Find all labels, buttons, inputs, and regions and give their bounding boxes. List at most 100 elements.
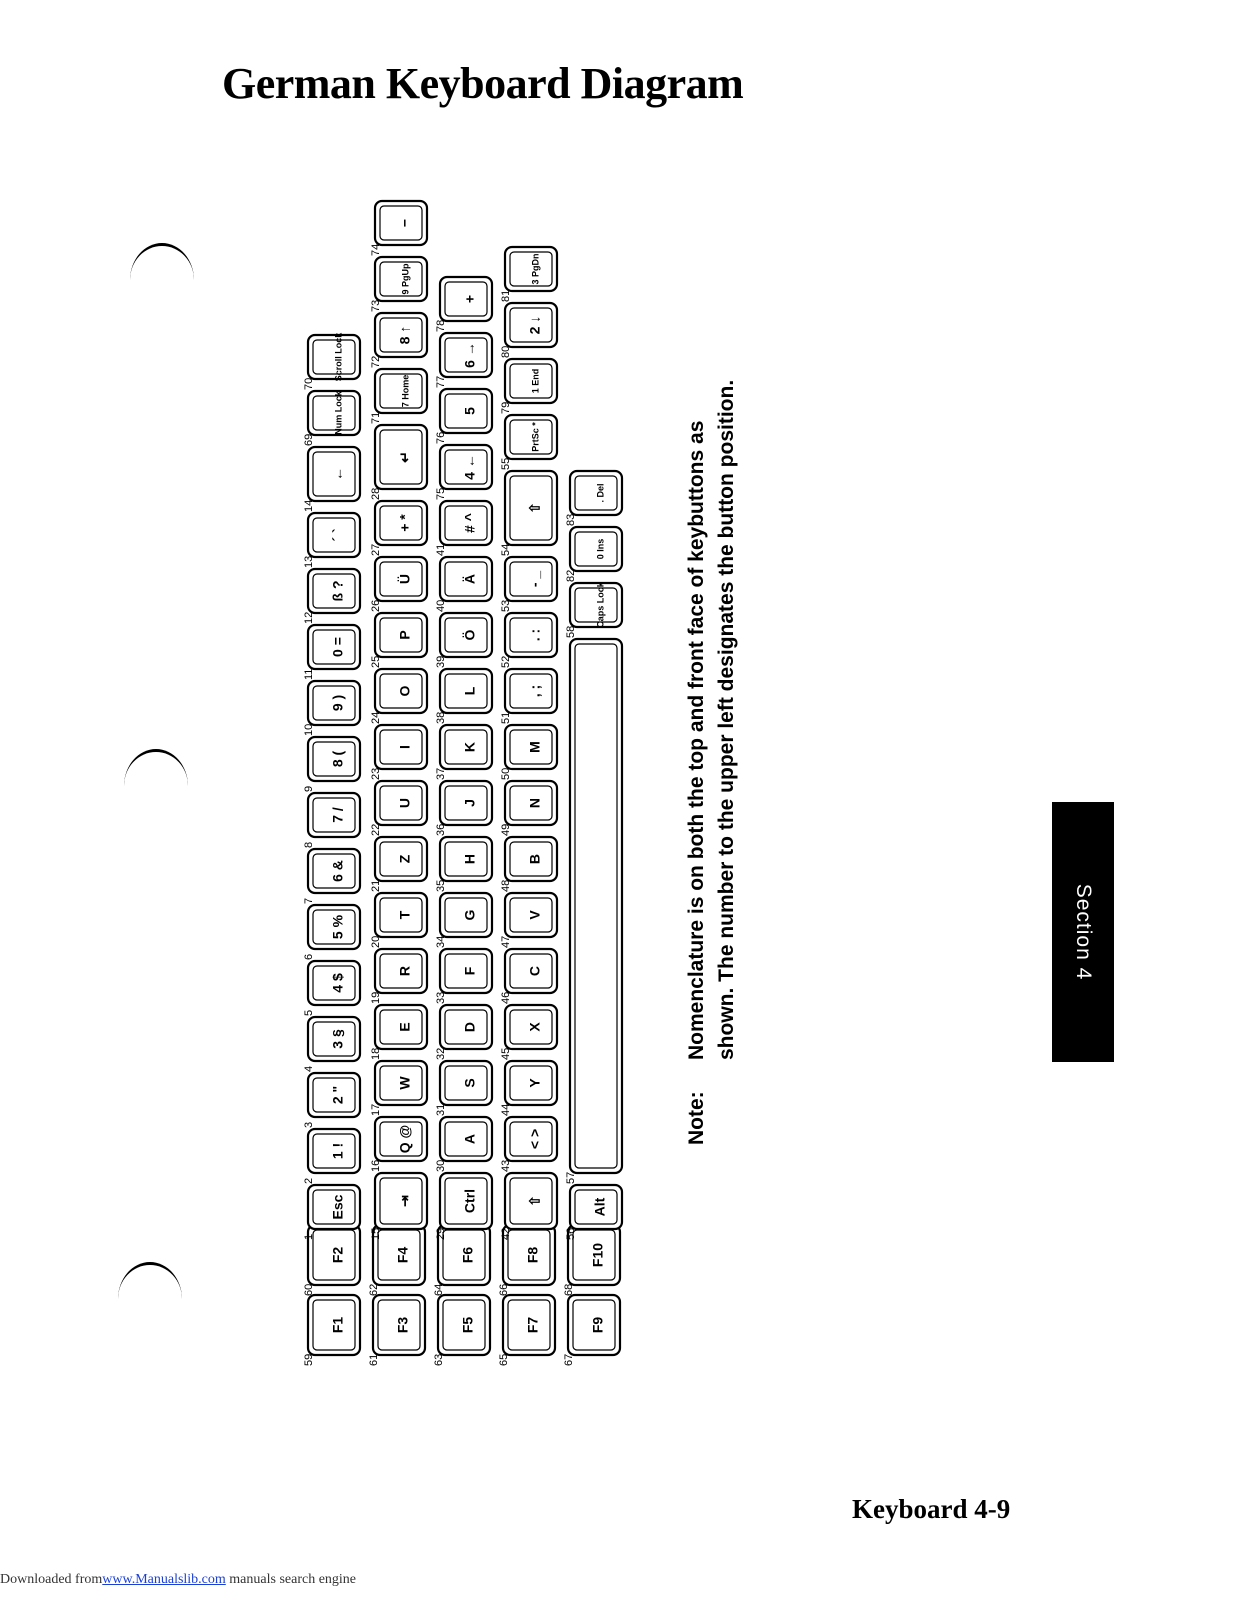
key-r1-17-face bbox=[379, 1065, 423, 1101]
key-r0-5-face bbox=[312, 965, 356, 1001]
key-r0-2 bbox=[306, 1127, 362, 1175]
key-r3-55-face bbox=[509, 419, 553, 455]
key-r4-82-number: 82 bbox=[565, 570, 577, 582]
key-fn-67-face bbox=[572, 1299, 616, 1351]
key-r0-10 bbox=[306, 679, 362, 727]
key-r4-56-number: 56 bbox=[565, 1228, 577, 1240]
key-r1-71-face bbox=[379, 373, 423, 409]
key-r1-24 bbox=[373, 667, 429, 715]
key-fn-65-number: 65 bbox=[498, 1354, 510, 1366]
key-r1-20-face bbox=[379, 897, 423, 933]
key-r1-73 bbox=[373, 255, 429, 303]
key-r0-14-label: ← bbox=[330, 467, 346, 481]
key-r4-83-label: . Del bbox=[595, 483, 605, 502]
key-fn-65-label: F7 bbox=[525, 1317, 541, 1334]
key-r3-49-face bbox=[509, 785, 553, 821]
key-r2-39-number: 39 bbox=[435, 656, 447, 668]
key-fn-61-number: 61 bbox=[368, 1354, 380, 1366]
key-r0-14 bbox=[306, 445, 362, 503]
key-r1-19 bbox=[373, 947, 429, 995]
key-r0-70-number: 70 bbox=[303, 378, 315, 390]
key-fn-61 bbox=[371, 1293, 427, 1357]
key-r2-37 bbox=[438, 723, 494, 771]
key-r2-38-number: 38 bbox=[435, 712, 447, 724]
key-r2-76-face bbox=[444, 393, 488, 429]
key-r2-30-face bbox=[444, 1121, 488, 1157]
key-r3-79-face bbox=[509, 363, 553, 399]
key-r0-1-label: Esc bbox=[330, 1194, 346, 1219]
key-r2-75-face bbox=[444, 449, 488, 485]
key-r3-49-number: 49 bbox=[500, 824, 512, 836]
key-r0-2-face bbox=[312, 1133, 356, 1169]
key-r1-73-label: 9 PgUp bbox=[400, 263, 410, 295]
key-r0-11 bbox=[306, 623, 362, 671]
key-r2-75-label: 4 ← bbox=[462, 454, 478, 480]
key-r2-40 bbox=[438, 555, 494, 603]
key-r0-4 bbox=[306, 1015, 362, 1063]
key-r3-47-label: V bbox=[527, 910, 543, 920]
key-r2-40-label: Ä bbox=[462, 574, 478, 584]
key-r1-74-label: − bbox=[397, 219, 413, 227]
key-r3-50-face bbox=[509, 729, 553, 765]
key-fn-64-number: 64 bbox=[433, 1284, 445, 1296]
key-r3-45-label: X bbox=[527, 1022, 543, 1032]
key-r0-2-number: 2 bbox=[303, 1178, 315, 1184]
section-tab: Section 4 bbox=[1052, 802, 1114, 1062]
section-tab-label: Section 4 bbox=[1072, 883, 1095, 981]
key-r2-77-number: 77 bbox=[435, 376, 447, 388]
key-r1-74-number: 74 bbox=[370, 244, 382, 256]
key-r2-36-number: 36 bbox=[435, 824, 447, 836]
key-r0-69-number: 69 bbox=[303, 434, 315, 446]
key-fn-63-face bbox=[442, 1299, 486, 1351]
key-r1-18 bbox=[373, 1003, 429, 1051]
key-r3-53-label: - _ bbox=[527, 571, 543, 588]
key-r2-35 bbox=[438, 835, 494, 883]
key-r3-80 bbox=[503, 301, 559, 349]
key-r1-16-number: 16 bbox=[370, 1160, 382, 1172]
key-r3-46-face bbox=[509, 953, 553, 989]
footer-link[interactable]: www.Manualslib.com bbox=[102, 1572, 226, 1587]
key-r0-10-label: 9 ) bbox=[330, 695, 346, 711]
key-r2-39 bbox=[438, 611, 494, 659]
key-r0-3 bbox=[306, 1071, 362, 1119]
key-r0-8 bbox=[306, 791, 362, 839]
key-r2-76-label: 5 bbox=[462, 407, 478, 415]
key-r2-35-number: 35 bbox=[435, 880, 447, 892]
key-r4-57-number: 57 bbox=[565, 1172, 577, 1184]
key-r4-83-face bbox=[574, 475, 618, 511]
page-title: German Keyboard Diagram bbox=[222, 59, 744, 108]
key-r0-4-face bbox=[312, 1021, 356, 1057]
key-r0-6-label: 5 % bbox=[330, 914, 346, 939]
key-r3-45 bbox=[503, 1003, 559, 1051]
key-r2-40-face bbox=[444, 561, 488, 597]
key-r0-13-number: 13 bbox=[303, 556, 315, 568]
key-r0-2-label: 1 ! bbox=[330, 1143, 346, 1159]
key-r4-82-label: 0 Ins bbox=[595, 539, 605, 560]
key-r2-39-label: Ö bbox=[462, 629, 478, 640]
key-r1-20-label: T bbox=[397, 910, 413, 919]
key-r3-47-face bbox=[509, 897, 553, 933]
key-r3-43 bbox=[503, 1115, 559, 1163]
key-r1-26-number: 26 bbox=[370, 600, 382, 612]
key-r2-41-label: # ^ bbox=[462, 513, 478, 533]
key-fn-63 bbox=[436, 1293, 492, 1357]
key-r0-5-label: 4 $ bbox=[330, 973, 346, 993]
key-r1-22 bbox=[373, 779, 429, 827]
key-r3-48-label: B bbox=[527, 854, 543, 864]
key-r1-24-face bbox=[379, 673, 423, 709]
key-r3-53 bbox=[503, 555, 559, 603]
key-r1-71-label: 7 Home bbox=[400, 375, 410, 408]
key-r3-47 bbox=[503, 891, 559, 939]
key-r0-6-face bbox=[312, 909, 356, 945]
key-r2-31-face bbox=[444, 1065, 488, 1101]
key-r3-53-face bbox=[509, 561, 553, 597]
key-r3-55 bbox=[503, 413, 559, 461]
key-r1-74-face bbox=[379, 205, 423, 241]
key-r0-9-number: 9 bbox=[303, 786, 315, 792]
note-block: Note: Nomenclature is on both the top an… bbox=[682, 345, 812, 1145]
key-r2-37-face bbox=[444, 729, 488, 765]
key-r3-81-face bbox=[509, 251, 553, 287]
key-r3-54-number: 54 bbox=[500, 544, 512, 556]
key-r4-56 bbox=[568, 1183, 624, 1231]
key-r1-21-label: Z bbox=[397, 854, 413, 863]
